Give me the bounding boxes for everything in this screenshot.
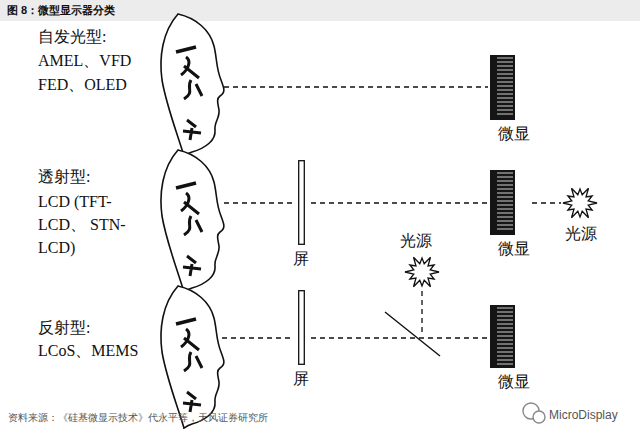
pixel-row — [497, 114, 513, 115]
pixel-row — [497, 181, 513, 182]
pixel-row — [497, 185, 513, 186]
pixel-row — [497, 82, 513, 83]
screen-panel: 屏 — [293, 160, 309, 269]
source-caption: 资料来源：《硅基微显示技术》代永平等，天风证券研究所 — [8, 411, 268, 425]
dashed-connector — [311, 202, 488, 203]
node-label: 微显 — [498, 239, 530, 259]
pixel-row — [497, 308, 513, 309]
pixel-row — [497, 209, 513, 210]
pixel-row — [497, 344, 513, 345]
node-label: 屏 — [293, 249, 309, 269]
pixel-row — [497, 106, 513, 107]
pixel-row — [497, 348, 513, 349]
node-label: 屏 — [293, 369, 309, 389]
screen-panel: 屏 — [293, 290, 309, 389]
light-source-shape — [405, 255, 439, 289]
pixel-row — [497, 221, 513, 222]
mirror — [385, 312, 440, 356]
viewer-face — [161, 150, 224, 292]
pixel-row — [497, 213, 513, 214]
micro-display-shape — [490, 55, 515, 120]
micro-display-shape — [490, 170, 515, 235]
sight-line — [222, 337, 292, 338]
viewer-face — [161, 14, 224, 156]
pixel-row — [497, 320, 513, 321]
micro-display: 微显 — [490, 305, 530, 392]
node-label: 微显 — [498, 124, 530, 144]
screen-panel-shape — [298, 290, 305, 365]
pixel-row — [497, 205, 513, 206]
wechat-icon — [523, 403, 545, 423]
star-burst — [563, 188, 597, 217]
pixel-row — [497, 86, 513, 87]
light-path — [421, 291, 422, 336]
pixel-row — [497, 332, 513, 333]
screen-panel-shape — [298, 160, 305, 245]
pixel-row — [497, 193, 513, 194]
display-body — [490, 55, 515, 120]
pixel-row — [497, 98, 513, 99]
dashed-connector — [311, 337, 488, 338]
viewer-face — [161, 286, 224, 428]
pixel-row — [497, 225, 513, 226]
pixel-row — [497, 94, 513, 95]
dashed-connector — [532, 202, 561, 203]
pixel-row — [497, 360, 513, 361]
pixel-row — [497, 58, 513, 59]
pixel-row — [497, 110, 513, 111]
sight-line — [224, 86, 488, 87]
title-bar — [0, 0, 640, 21]
pixel-row — [497, 356, 513, 357]
pixel-row — [497, 364, 513, 365]
screen-plate — [299, 291, 305, 365]
pixel-row — [497, 102, 513, 103]
light-source: 光源 — [400, 231, 439, 289]
light-source: 光源 — [563, 186, 597, 244]
pixel-row — [497, 78, 513, 79]
pixel-row — [497, 328, 513, 329]
sight-line — [224, 202, 292, 203]
pixel-row — [497, 324, 513, 325]
pixel-row — [497, 336, 513, 337]
category-heading: 透射型: — [38, 166, 90, 188]
pixel-row — [497, 66, 513, 67]
pixel-row — [497, 217, 513, 218]
category-heading: 自发光型: — [38, 26, 106, 48]
pixel-row — [497, 316, 513, 317]
micro-display-shape — [490, 305, 515, 368]
category-heading: 反射型: — [38, 317, 90, 339]
category-members: LCoS、MEMS — [38, 340, 138, 362]
figure-title: 图 8：微型显示器分类 — [7, 3, 115, 18]
pixel-row — [497, 201, 513, 202]
star-burst — [405, 257, 439, 286]
pixel-row — [497, 312, 513, 313]
pixel-row — [497, 74, 513, 75]
node-label: 微显 — [498, 372, 530, 392]
pixel-row — [497, 70, 513, 71]
node-label: 光源 — [565, 224, 597, 244]
micro-display: 微显 — [490, 55, 530, 144]
pixel-row — [497, 352, 513, 353]
screen-plate — [299, 161, 305, 245]
pixel-row — [497, 340, 513, 341]
node-label: 光源 — [400, 231, 432, 251]
pixel-row — [497, 177, 513, 178]
display-body — [490, 305, 515, 368]
watermark: MicroDisplay — [549, 404, 618, 426]
category-members: AMEL、VFD FED、OLED — [38, 49, 152, 97]
category-members: LCD (TFT-LCD、 STN-LCD) — [38, 190, 152, 259]
pixel-row — [497, 197, 513, 198]
pixel-row — [497, 173, 513, 174]
light-source-shape — [563, 186, 597, 220]
micro-display: 微显 — [490, 170, 530, 259]
pixel-row — [497, 90, 513, 91]
display-body — [490, 170, 515, 235]
pixel-row — [497, 229, 513, 230]
pixel-row — [497, 189, 513, 190]
pixel-row — [497, 62, 513, 63]
